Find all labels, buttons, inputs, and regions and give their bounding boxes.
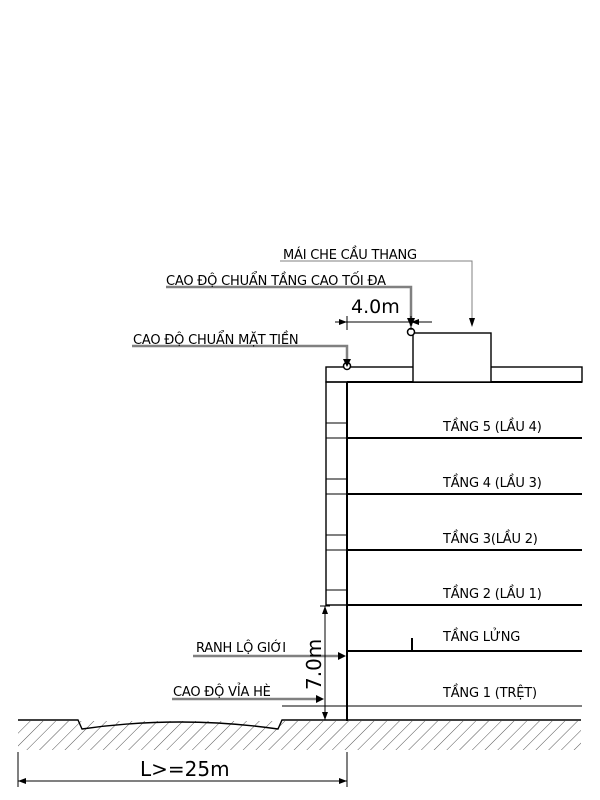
height-arrow-top [322, 606, 328, 614]
boundary-label: RANH LỘ GIỚI [196, 640, 286, 656]
sidewalk-arrow [316, 695, 324, 703]
setback-label: 4.0m [351, 296, 400, 318]
stair-roof-leader [280, 260, 473, 325]
floor-label: TẦNG 1 (TRỆT) [442, 684, 537, 701]
floor-label: TẦNG LỬNG [442, 628, 520, 645]
facade-height-arrow [343, 359, 351, 367]
floor-label: TẦNG 4 (LẦU 3) [442, 474, 542, 491]
ground-hatch [18, 721, 581, 750]
setback-arrow-right [411, 319, 419, 325]
height-arrow-bottom [322, 712, 328, 720]
max-height-leader [166, 285, 413, 326]
boundary-arrow [338, 652, 346, 660]
street-arrow-left [18, 778, 26, 784]
street-width-dimension [17, 752, 348, 787]
leaders [132, 260, 475, 703]
facade-height-label: CAO ĐỘ CHUẨN MẶT TIỀN [133, 331, 298, 348]
stair-roof-label: MÁI CHE CẦU THANG [283, 246, 417, 263]
height-label: 7.0m [302, 639, 326, 690]
reference-markers [342, 327, 416, 371]
ground-line [18, 719, 581, 730]
building [325, 332, 583, 721]
stair-roof-block [412, 332, 492, 383]
street-arrow-right [339, 778, 347, 784]
height-dimension [320, 605, 330, 720]
ground [18, 705, 581, 750]
sidewalk-level-label: CAO ĐỘ VỈA HÈ [173, 683, 271, 700]
setback-arrow-left [339, 319, 347, 325]
floor-label: TẦNG 5 (LẦU 4) [442, 418, 542, 435]
floor-label: TẦNG 3(LẦU 2) [442, 530, 538, 547]
facade-height-leader [132, 344, 349, 360]
max-height-label: CAO ĐỘ CHUẨN TẦNG CAO TỐI ĐA [166, 272, 386, 289]
floor-label: TẦNG 2 (LẦU 1) [442, 585, 542, 602]
street-width-label: L>=25m [140, 757, 230, 781]
stair-roof-arrow [469, 318, 475, 327]
setback-dimension [335, 316, 432, 330]
